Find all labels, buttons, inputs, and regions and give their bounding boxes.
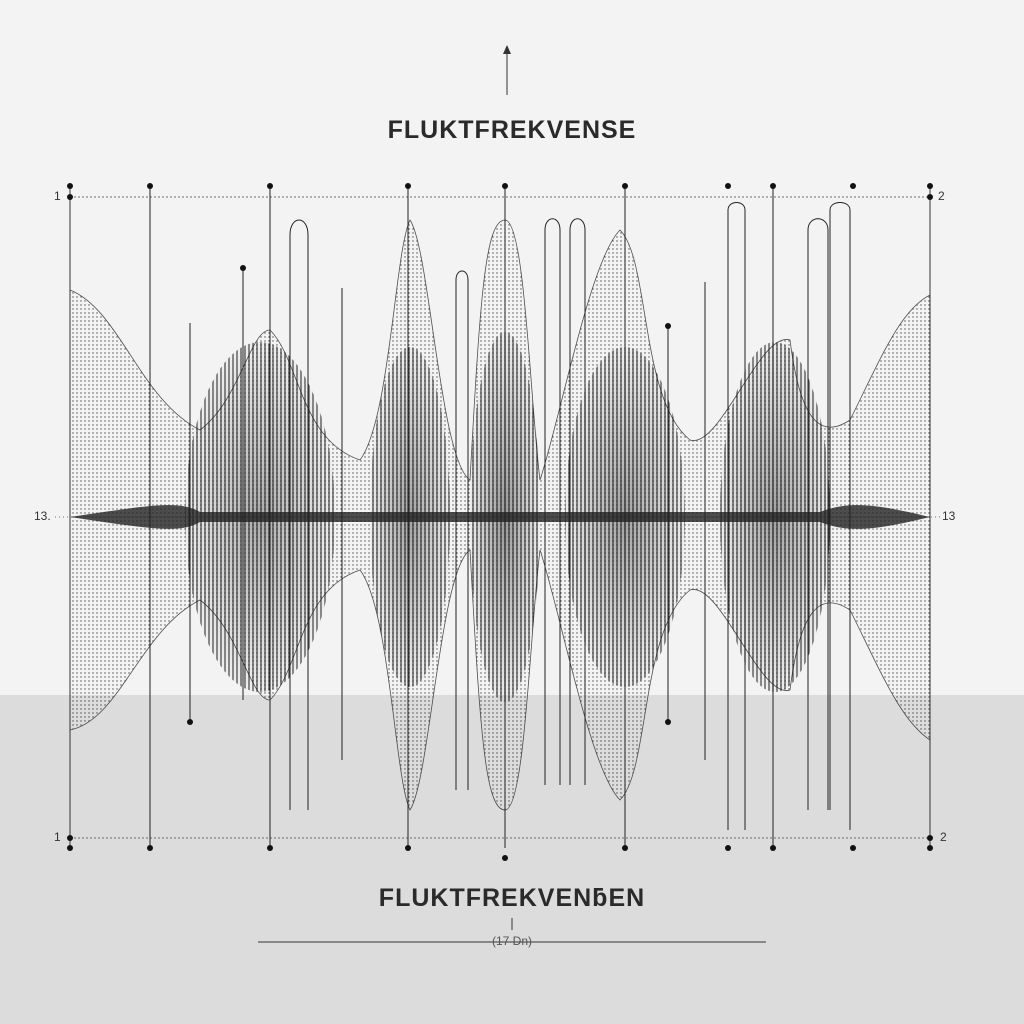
corner-label-top-left: 1	[54, 189, 61, 203]
corner-label-middle-left: 13.	[34, 509, 51, 523]
stems	[149, 186, 774, 848]
corner-label-bottom-right: 2	[940, 830, 947, 844]
center-waist	[70, 505, 930, 529]
corner-label-middle-right: 13	[942, 509, 956, 523]
top-arrow	[503, 45, 511, 95]
bottom-subtitle: (17 Dn)	[491, 934, 532, 948]
loop-lines	[289, 202, 851, 830]
top-title: FLUKTFREKVENSE	[387, 116, 637, 144]
corner-label-top-right: 2	[938, 189, 945, 203]
corner-label-bottom-left: 1	[54, 830, 61, 844]
bottom-rule	[258, 918, 766, 943]
bottom-title: FLUKTFREKVENƃEN	[378, 884, 646, 912]
stem-dots	[67, 183, 933, 861]
frame-lines	[55, 196, 940, 839]
